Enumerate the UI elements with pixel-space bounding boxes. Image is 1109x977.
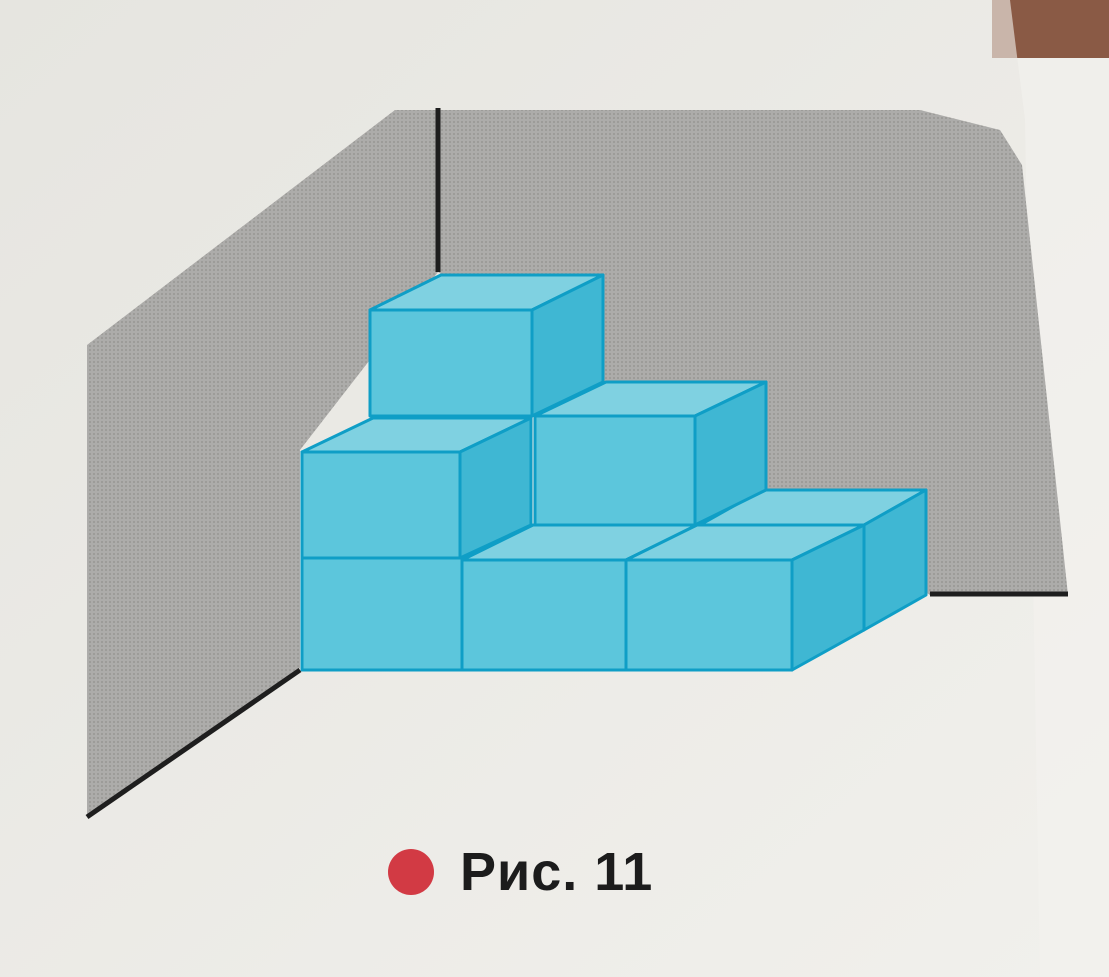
cubes xyxy=(300,273,928,672)
cube-front-left xyxy=(300,556,464,672)
cube-top xyxy=(368,273,605,418)
cube-middle-upper xyxy=(533,380,768,527)
cube-back-right xyxy=(698,488,928,632)
caption-bullet xyxy=(388,849,434,895)
cube-front-middle xyxy=(460,523,699,672)
figure-caption: Рис. 11 xyxy=(388,842,653,902)
cube-left-upper xyxy=(300,416,533,560)
left-floor-line xyxy=(85,667,302,820)
back-wall xyxy=(438,110,1068,595)
left-wall xyxy=(87,110,438,815)
caption-text: Рис. 11 xyxy=(460,842,654,902)
cube-front-right xyxy=(624,523,866,672)
